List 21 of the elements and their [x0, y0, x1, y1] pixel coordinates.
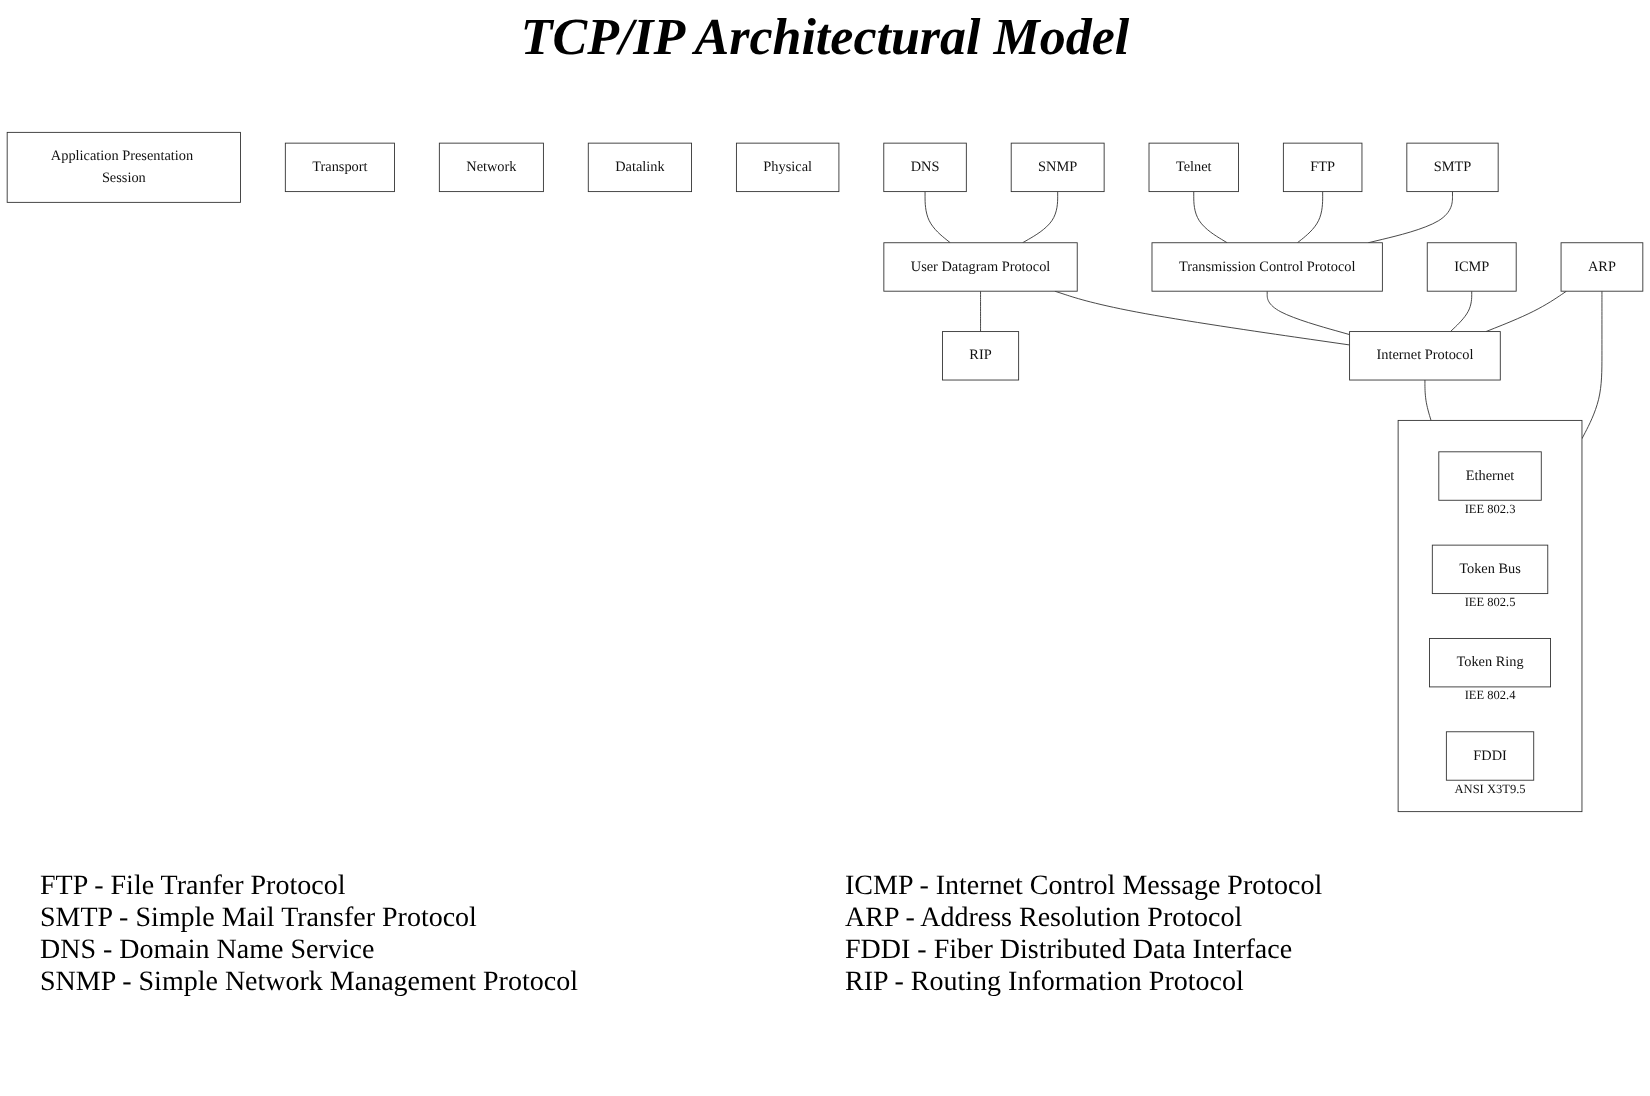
connector — [1485, 290, 1567, 332]
cluster — [1397, 419, 1583, 813]
connector — [1581, 290, 1603, 440]
connector — [1450, 290, 1473, 332]
diagram-title: TCP/IP Architectural Model — [518, 8, 1132, 68]
connector — [980, 290, 981, 332]
abbreviation-note: ARP - Address Resolution Protocol — [845, 904, 1245, 936]
abbreviation-note: FDDI - Fiber Distributed Data Interface — [845, 936, 1295, 968]
abbreviation-note: SMTP - Simple Mail Transfer Protocol — [40, 904, 479, 936]
connector — [1266, 290, 1351, 336]
connector — [1054, 290, 1351, 346]
abbreviation-note: DNS - Domain Name Service — [40, 936, 377, 968]
abbreviation-note: RIP - Routing Information Protocol — [845, 968, 1246, 1000]
connector — [924, 191, 951, 244]
abbreviation-note: FTP - File Tranfer Protocol — [40, 872, 348, 904]
abbreviation-note: SNMP - Simple Network Management Protocol — [40, 968, 580, 1000]
connector — [1424, 379, 1432, 421]
connector — [1022, 191, 1059, 244]
abbreviation-note: ICMP - Internet Control Message Protocol — [845, 872, 1325, 904]
connector — [1297, 191, 1324, 244]
connector — [1193, 191, 1228, 244]
